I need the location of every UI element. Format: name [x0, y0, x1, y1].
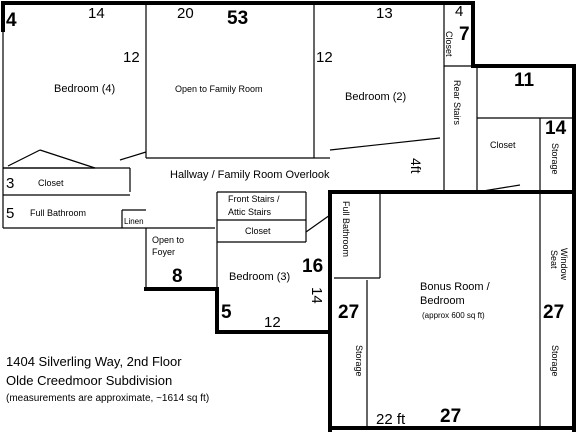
label-full-bath-left: Full Bathroom: [30, 208, 86, 218]
label-bedroom4: Bedroom (4): [54, 83, 115, 95]
dim-16: 16: [302, 256, 323, 277]
dim-12-left: 12: [123, 49, 140, 66]
label-full-bath-right: Full Bathroom: [341, 201, 351, 257]
dim-3: 3: [6, 175, 14, 192]
caption-address: 1404 Silverling Way, 2nd Floor: [6, 354, 182, 369]
label-closet-left: Closet: [38, 178, 64, 188]
dim-5: 5: [6, 205, 14, 222]
bed4-door: [119, 151, 147, 161]
dim-4ft: 4ft: [408, 158, 424, 174]
label-open-foyer-1: Open to: [152, 235, 184, 245]
closet-door-b: [39, 149, 96, 169]
dim-53-top: 53: [227, 8, 248, 29]
dim-20-top: 20: [177, 5, 194, 22]
label-bonus-1: Bonus Room /: [420, 281, 491, 293]
label-linen: Linen: [124, 217, 144, 226]
label-closet-mid: Closet: [245, 226, 271, 236]
label-front-stairs: Front Stairs /: [228, 194, 280, 204]
label-bonus-area: (approx 600 sq ft): [422, 311, 485, 320]
dim-12-lower: 12: [264, 314, 281, 331]
caption-subdivision: Olde Creedmoor Subdivision: [6, 373, 172, 388]
room-labels: Bedroom (4) Open to Family Room Bedroom …: [30, 31, 569, 377]
dim-14-top: 14: [88, 5, 105, 22]
label-bedroom3: Bedroom (3): [229, 271, 290, 283]
label-storage-bonus-right: Storage: [550, 345, 560, 377]
label-storage-right: Storage: [550, 143, 560, 175]
label-window-2: Seat: [549, 250, 559, 269]
dimension-labels: 4 14 20 53 13 4 7 12 12 11 14 3 5 4ft 16…: [6, 3, 567, 428]
label-bonus-2: Bedroom: [420, 295, 465, 307]
caption: 1404 Silverling Way, 2nd Floor Olde Cree…: [6, 354, 209, 404]
dim-4-top-right: 4: [455, 3, 463, 20]
dim-11: 11: [514, 70, 535, 91]
dim-5-lower: 5: [221, 302, 232, 323]
dim-14-vert: 14: [308, 287, 325, 304]
dim-14-right: 14: [545, 118, 567, 139]
label-attic-stairs: Attic Stairs: [228, 207, 272, 217]
dim-8: 8: [172, 266, 183, 287]
closet-door-right: [476, 184, 521, 193]
label-rear-stairs: Rear Stairs: [452, 80, 462, 126]
dim-7-right: 7: [459, 24, 470, 45]
closet-door-a: [7, 149, 41, 167]
dim-27-left: 27: [338, 302, 359, 323]
dim-27-right: 27: [543, 302, 564, 323]
label-hallway: Hallway / Family Room Overlook: [170, 169, 330, 181]
label-rear-closet: Closet: [444, 31, 454, 57]
bed2-door: [329, 137, 441, 151]
interior-walls: [2, 3, 574, 428]
label-storage-left: Storage: [354, 345, 364, 377]
dim-12-mid: 12: [316, 49, 333, 66]
label-bedroom2: Bedroom (2): [345, 91, 406, 103]
dim-22ft: 22 ft: [376, 411, 406, 428]
label-closet-right: Closet: [490, 140, 516, 150]
label-open-family: Open to Family Room: [175, 84, 263, 94]
bath-door: [305, 214, 331, 233]
label-window-1: Window: [559, 248, 569, 281]
dim-4-top: 4: [6, 10, 17, 31]
dim-27-bottom: 27: [440, 406, 461, 427]
label-open-foyer-2: Foyer: [152, 247, 175, 257]
caption-note: (measurements are approximate, ~1614 sq …: [6, 393, 209, 404]
dim-13-top: 13: [376, 5, 393, 22]
